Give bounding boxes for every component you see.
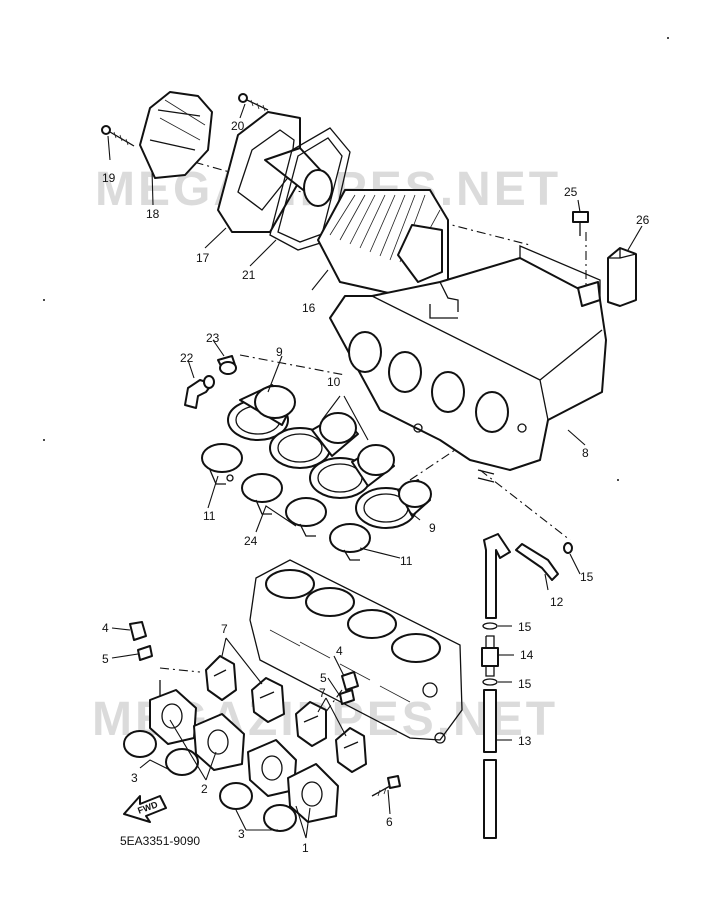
part-20-screw [238, 93, 269, 112]
callout-9-lower: 9 [429, 521, 436, 535]
callout-22: 22 [180, 351, 194, 365]
callout-11-upper: 11 [203, 509, 216, 523]
part-24-clamp-a [241, 473, 283, 515]
callout-23: 23 [206, 331, 220, 345]
callout-10: 10 [327, 375, 341, 389]
callout-15-bottom: 15 [518, 677, 532, 691]
part-24-clamp-b [285, 497, 327, 537]
callout-labels: 19 18 20 17 21 16 25 26 8 22 23 9 10 11 … [102, 119, 650, 855]
callout-6: 6 [386, 815, 393, 829]
callout-15-top: 15 [580, 570, 594, 584]
part-7-bracket-b [251, 677, 285, 723]
part-13-hose-upper [483, 533, 511, 619]
callout-4-right: 4 [336, 644, 343, 658]
part-15-clip-bottom [482, 678, 498, 686]
part-1-manifold-a [247, 739, 297, 797]
part-5-clip-left [137, 645, 153, 661]
callout-15-mid: 15 [518, 620, 532, 634]
callout-18: 18 [146, 207, 160, 221]
part-9-joint-lower [355, 479, 432, 529]
callout-14: 14 [520, 648, 534, 662]
callout-3-right: 3 [238, 827, 245, 841]
fwd-arrow-icon: FWD [123, 795, 167, 823]
part-5-clip-right [339, 689, 355, 705]
part-19-bolt [101, 125, 135, 147]
callout-26: 26 [636, 213, 650, 227]
callout-11-lower: 11 [400, 554, 413, 568]
corner-dots [43, 37, 669, 481]
part-11-clamp-upper [201, 443, 243, 485]
callout-21: 21 [242, 268, 256, 282]
part-22-drain-hose [184, 375, 215, 409]
part-25-clip [577, 281, 601, 307]
part-21-gasket [269, 127, 351, 251]
callout-24: 24 [244, 534, 258, 548]
part-18-air-duct [139, 91, 213, 179]
part-2-manifold-a [149, 680, 197, 745]
part-1-manifold-b [287, 763, 339, 823]
callout-16: 16 [302, 301, 316, 315]
leader-lines [107, 103, 643, 839]
part-7-bracket-c [295, 701, 327, 747]
callout-7-left: 7 [221, 622, 228, 636]
callout-5-right: 5 [320, 671, 327, 685]
part-8-air-box [329, 245, 607, 483]
callout-4-left: 4 [102, 621, 109, 635]
part-13-hose-lower [483, 689, 497, 839]
callout-20: 20 [231, 119, 245, 133]
carburetor-assembly [249, 559, 463, 744]
callout-7-right: 7 [319, 686, 326, 700]
callout-12: 12 [550, 595, 564, 609]
part-11-clamp-lower [329, 523, 371, 561]
part-14-filter [481, 635, 499, 677]
part-2-manifold-b [193, 713, 245, 771]
callout-3-left: 3 [131, 771, 138, 785]
part-25-screw [572, 211, 589, 236]
callout-9-upper: 9 [276, 345, 283, 359]
callout-5-left: 5 [102, 652, 109, 666]
diagram-code: 5EA3351-9090 [120, 834, 200, 848]
part-17-cover-plate [217, 111, 333, 233]
part-3-o-rings [123, 730, 297, 832]
part-6-bolt [371, 775, 401, 797]
callout-17: 17 [196, 251, 210, 265]
part-4-cap-left [129, 621, 147, 641]
callout-25: 25 [564, 185, 578, 199]
part-10-joint-a [269, 412, 359, 469]
callout-19: 19 [102, 171, 116, 185]
callout-2: 2 [201, 782, 208, 796]
part-9-joint-upper [227, 384, 296, 441]
callout-8: 8 [582, 446, 589, 460]
part-16-filter-element [317, 189, 449, 301]
part-4-cap-right [341, 671, 359, 691]
callout-13: 13 [518, 734, 532, 748]
part-15-clip-top [482, 622, 498, 630]
callout-1: 1 [302, 841, 309, 855]
part-7-bracket-a [205, 655, 237, 701]
part-23-plug [217, 355, 237, 375]
part-7-bracket-d [335, 727, 367, 773]
part-10-joint-b [309, 444, 395, 499]
part-12-hose [515, 542, 573, 581]
part-26-pad [607, 247, 637, 307]
